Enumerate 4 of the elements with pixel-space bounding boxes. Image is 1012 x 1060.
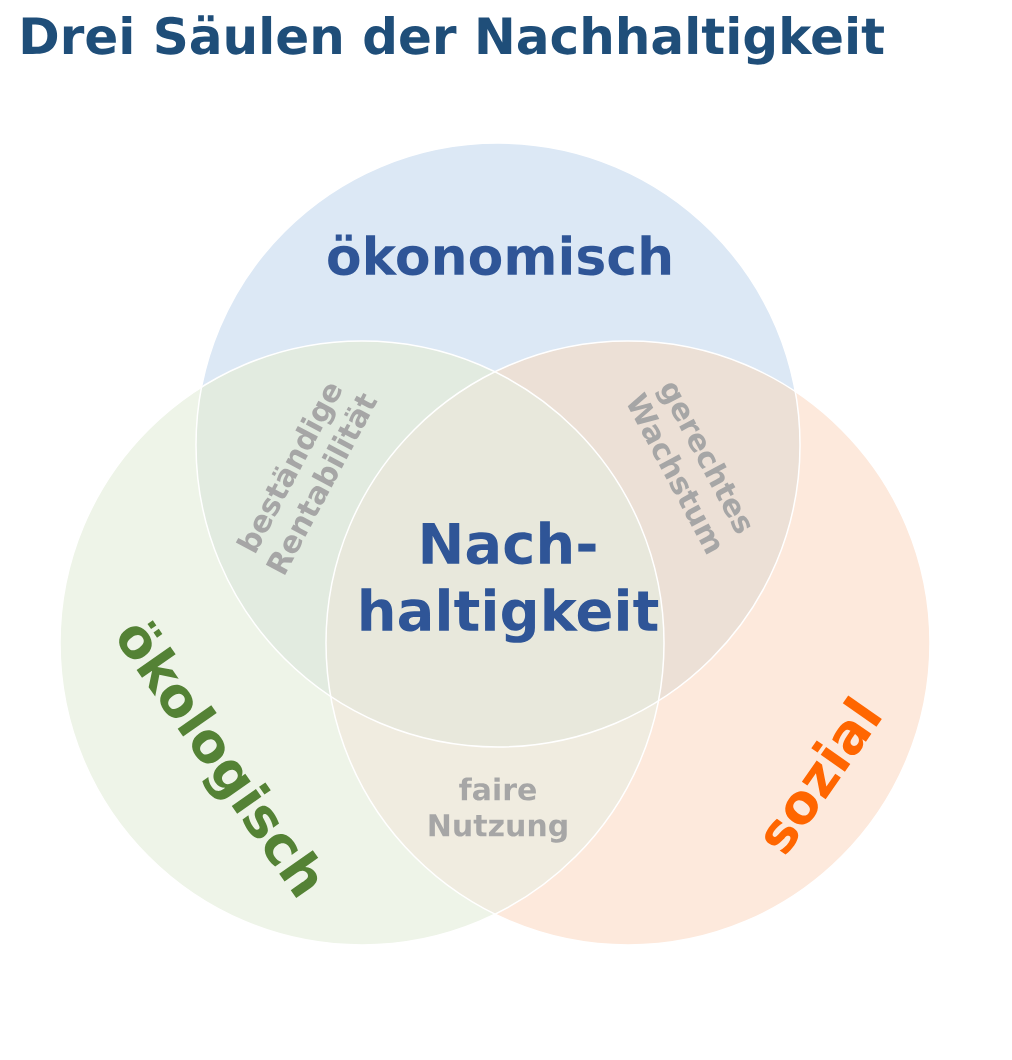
circle-label: ökonomisch <box>328 234 671 276</box>
title: Drei Säulen der Nachhaltigkeit <box>22 15 884 65</box>
center-label: Nach- haltigkeit <box>361 521 659 643</box>
region-label: faire Nutzung <box>429 777 567 843</box>
